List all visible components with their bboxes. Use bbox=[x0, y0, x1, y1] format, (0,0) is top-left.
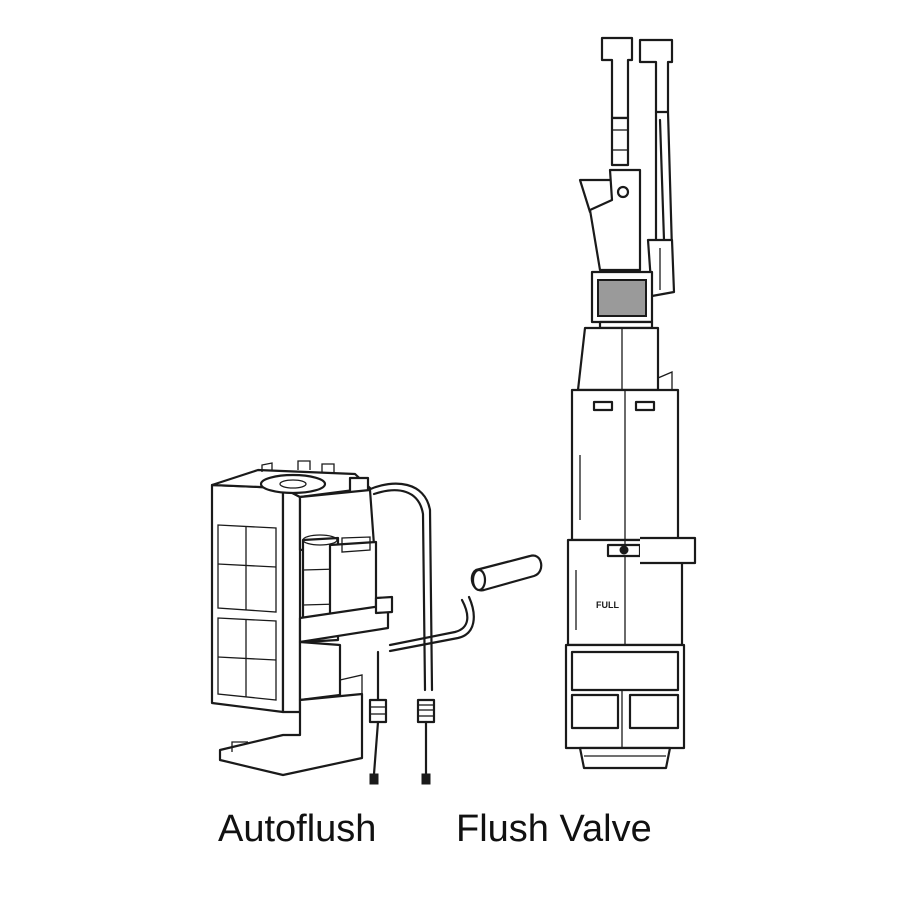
valve-full-marking: FULL bbox=[596, 600, 619, 610]
autoflush-unit bbox=[210, 460, 543, 785]
flush-valve-unit bbox=[564, 36, 697, 770]
flush-valve-caption: Flush Valve bbox=[456, 808, 652, 850]
autoflush-caption: Autoflush bbox=[218, 808, 377, 850]
